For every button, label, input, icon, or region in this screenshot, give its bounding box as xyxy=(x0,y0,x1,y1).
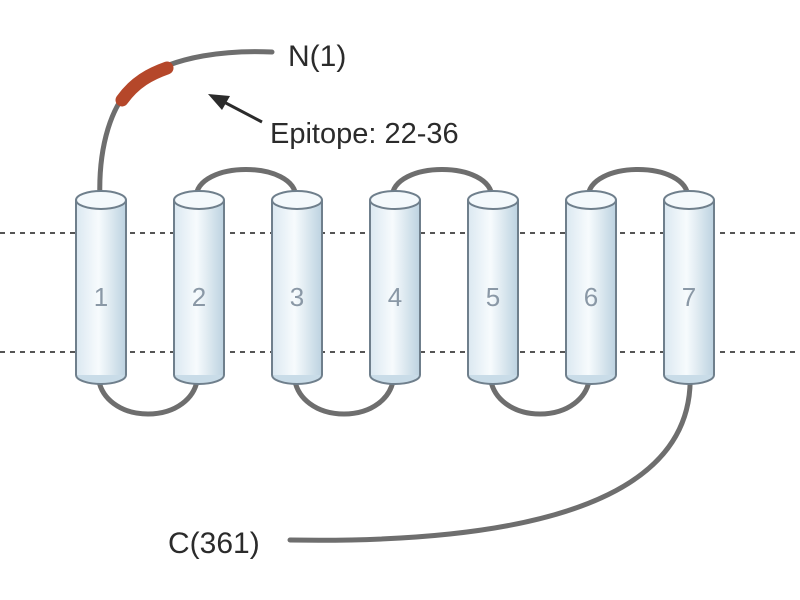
helix-body xyxy=(370,200,420,375)
helix-top-cap xyxy=(565,190,617,210)
helix-top-cap xyxy=(369,190,421,210)
intracellular-loop-3 xyxy=(487,369,593,417)
helix-number-label: 4 xyxy=(388,282,402,312)
intracellular-loop-1 xyxy=(95,369,201,417)
helix-number-label: 5 xyxy=(486,282,500,312)
helix-outline xyxy=(75,200,127,375)
helix-outline xyxy=(565,200,617,375)
helix-top-cap xyxy=(663,190,715,210)
helix-number-label: 2 xyxy=(192,282,206,312)
transmembrane-helices: 1 2 3 4 5 6 7 xyxy=(75,190,715,385)
helix-4: 4 xyxy=(369,190,421,385)
helix-body xyxy=(174,200,224,375)
epitope-segment xyxy=(115,61,174,107)
extracellular-loop-1 xyxy=(193,167,299,201)
helix-6: 6 xyxy=(565,190,617,385)
epitope-arrow xyxy=(208,94,263,124)
helix-number-label: 7 xyxy=(682,282,696,312)
helix-number-label: 1 xyxy=(94,282,108,312)
helix-top-cap xyxy=(75,190,127,210)
c-terminal-tail xyxy=(287,369,693,543)
n-terminus-label: N(1) xyxy=(288,40,346,73)
intracellular-loop-2 xyxy=(291,369,397,417)
helix-outline xyxy=(663,200,715,375)
extracellular-loop-3 xyxy=(585,167,691,201)
helix-outline xyxy=(467,200,519,375)
n-terminal-tail xyxy=(97,49,275,203)
epitope-label: Epitope: 22-36 xyxy=(270,118,459,150)
helix-3: 3 xyxy=(271,190,323,385)
helix-1: 1 xyxy=(75,190,127,385)
helix-number-label: 3 xyxy=(290,282,304,312)
helix-body xyxy=(664,200,714,375)
helix-outline xyxy=(271,200,323,375)
helix-top-cap xyxy=(467,190,519,210)
helix-5: 5 xyxy=(467,190,519,385)
helix-top-cap xyxy=(173,190,225,210)
helix-2: 2 xyxy=(173,190,225,385)
extracellular-loop-2 xyxy=(389,167,495,201)
helix-outline xyxy=(369,200,421,375)
helix-top-cap xyxy=(271,190,323,210)
helix-7: 7 xyxy=(663,190,715,385)
helix-body xyxy=(468,200,518,375)
helix-body xyxy=(272,200,322,375)
helix-outline xyxy=(173,200,225,375)
c-terminus-label: C(361) xyxy=(168,527,260,560)
helix-body xyxy=(566,200,616,375)
helix-body xyxy=(76,200,126,375)
helix-number-label: 6 xyxy=(584,282,598,312)
